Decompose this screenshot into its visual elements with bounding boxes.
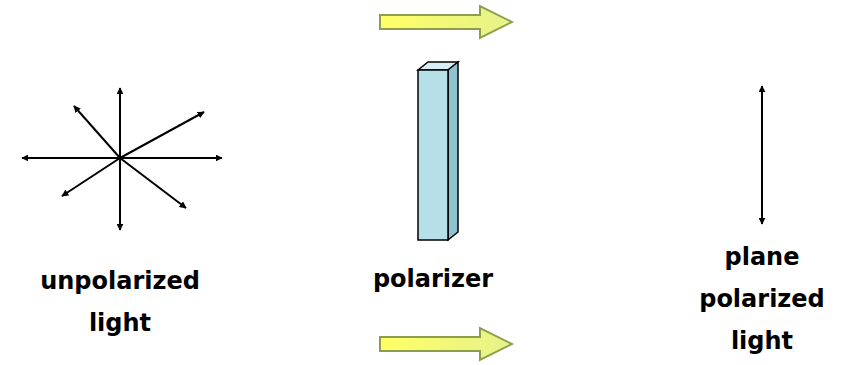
ray-arrow [120, 158, 186, 208]
ray-arrow [120, 157, 222, 159]
ray-arrow [120, 112, 204, 158]
ray-arrow [62, 158, 120, 196]
label-holder: unpolarized light [5, 260, 235, 344]
caption-label: polarizer [373, 258, 493, 300]
direction-arrow [380, 6, 512, 38]
unpolarized-rays [22, 88, 222, 230]
caption-label: unpolarized light [5, 260, 235, 344]
ray-arrow [74, 106, 120, 158]
label-holder: plane polarized light [680, 236, 845, 362]
caption-label: plane polarized light [680, 236, 845, 362]
ray-arrow [119, 88, 121, 158]
slab-front [418, 70, 448, 240]
direction-arrow [380, 328, 512, 360]
polarized-ray [761, 86, 763, 155]
ray-arrow [119, 158, 121, 230]
polarized-ray [761, 155, 763, 224]
slab-side [448, 62, 458, 240]
ray-arrow [22, 157, 120, 159]
label-holder: polarizer [318, 258, 548, 300]
polarizer-slab [418, 62, 458, 240]
